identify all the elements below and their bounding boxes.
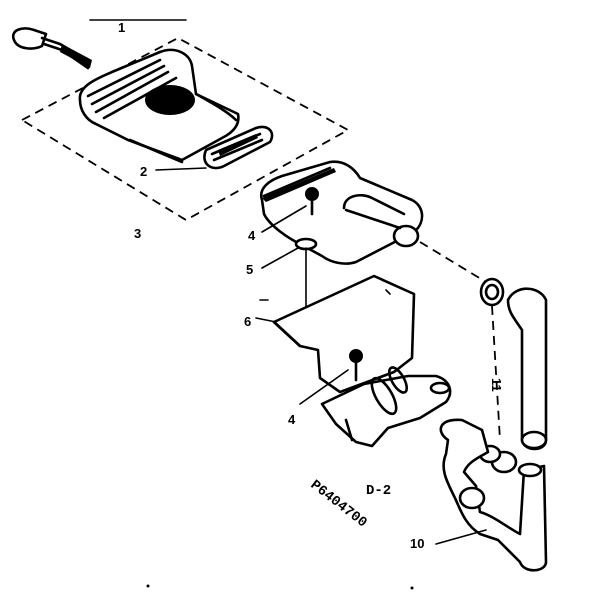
label-part-2: 2 (140, 164, 147, 179)
label-part-5: 5 (246, 262, 253, 277)
label-part-11: 11 (489, 378, 504, 392)
label-part-4-upper: 4 (248, 228, 256, 243)
lower-mounting-plate (320, 366, 452, 448)
fitting-guide-line (491, 305, 501, 441)
part-1-clip (11, 19, 187, 70)
valve-housing (259, 160, 424, 265)
part-2-gasket (155, 125, 274, 171)
section-label: D-2 (366, 483, 391, 499)
part-10-tube-u-bend (435, 418, 548, 572)
label-part-6: 6 (244, 314, 251, 329)
label-part-4-lower: 4 (288, 412, 296, 427)
label-part-1: 1 (118, 20, 125, 35)
stray-dot (410, 586, 414, 590)
part-4-screw-upper (261, 187, 319, 233)
part-5-washer (261, 237, 318, 331)
cartridge-body (78, 48, 240, 164)
drawing-code: P6404700 (307, 477, 370, 531)
stray-dot (146, 584, 150, 588)
label-part-10: 10 (410, 536, 424, 551)
part-3-assembly-outline (20, 36, 350, 222)
label-part-3: 3 (134, 226, 141, 241)
part-11-fitting-upper (479, 277, 505, 307)
filter-media (145, 85, 195, 115)
outlet-port (392, 224, 420, 248)
part-4-screw-lower (299, 349, 363, 405)
part-11-fitting-lower (478, 444, 518, 474)
tube-elbow-upper (506, 287, 548, 451)
part-6-bracket (255, 274, 416, 394)
connection-guide-line (419, 241, 487, 283)
